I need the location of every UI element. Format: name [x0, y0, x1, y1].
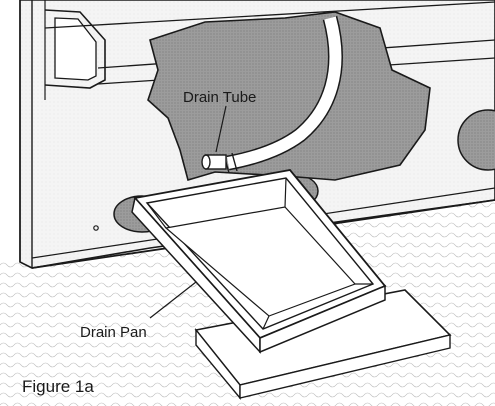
figure-caption: Figure 1a — [22, 377, 94, 396]
drain-tube-label: Drain Tube — [183, 89, 256, 106]
drain-pan-label: Drain Pan — [80, 324, 147, 341]
